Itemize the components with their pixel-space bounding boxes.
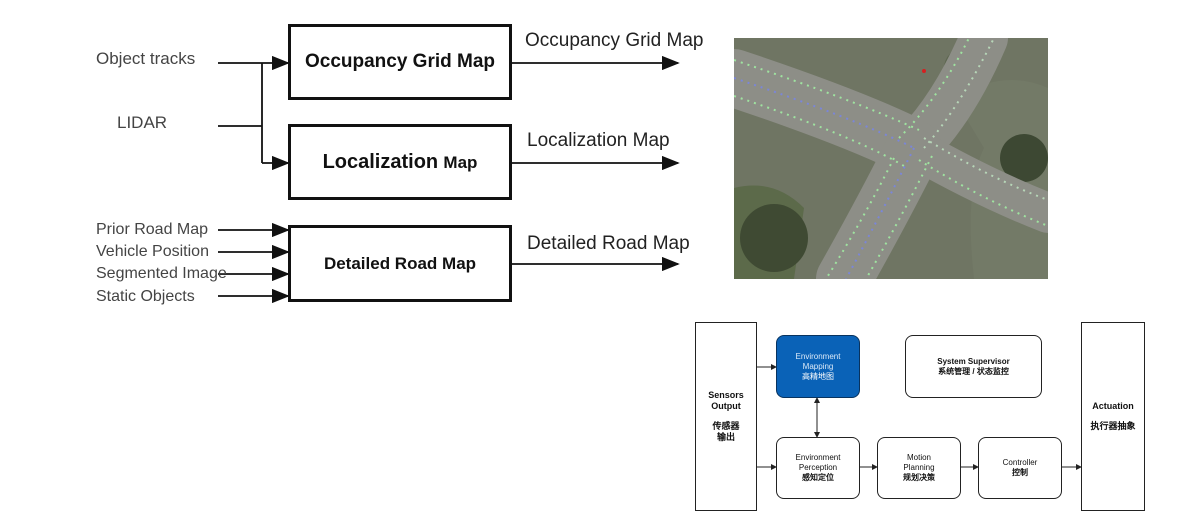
environment-mapping-box: Environment Mapping 高精地图 [776,335,860,398]
upper-input-lines [218,55,290,171]
environment-perception-box: Environment Perception 感知定位 [776,437,860,499]
localization-map-title: Localization Map [322,150,478,173]
system-supervisor-box: System Supervisor 系统管理 / 状态监控 [905,335,1042,398]
output-lines [511,55,680,272]
detailed-road-map-title: Detailed Road Map [323,253,477,273]
detailed-road-map-box: Detailed Road Map [288,225,512,302]
occupancy-grid-map-title: Occupancy Grid Map [304,51,496,72]
controller-line1: Controller [1002,458,1038,467]
architecture-arrows [756,364,1082,470]
env-mapping-cn: 高精地图 [802,371,834,381]
output-localization-map: Localization Map [527,130,670,151]
sensors-cn-line2: 输出 [716,432,735,442]
controller-box: Controller 控制 [978,437,1062,499]
planning-line2: Planning [903,463,935,472]
supervisor-cn: 系统管理 / 状态监控 [938,366,1009,376]
occupancy-grid-map-box: Occupancy Grid Map [288,24,512,100]
output-detailed-road-map: Detailed Road Map [527,233,690,254]
input-vehicle-position: Vehicle Position [96,243,209,260]
input-segmented-image: Segmented Image [96,265,227,282]
supervisor-line1: System Supervisor [937,356,1010,366]
motion-planning-box: Motion Planning 规划决策 [877,437,961,499]
sensors-title-line1: Sensors [708,390,744,400]
planning-cn: 规划决策 [903,473,935,482]
input-lidar: LIDAR [117,113,168,132]
perception-cn: 感知定位 [802,473,834,482]
input-prior-road-map: Prior Road Map [96,221,209,238]
sensors-output-box: Sensors Output 传感器 输出 [695,322,757,511]
env-mapping-line2: Mapping [802,361,834,371]
input-static-objects: Static Objects [96,288,195,305]
planning-line1: Motion [906,453,931,462]
perception-line2: Perception [798,463,838,472]
localization-map-box: Localization Map [288,124,512,200]
env-mapping-line1: Environment [795,351,841,361]
actuation-cn: 执行器抽象 [1090,421,1136,431]
actuation-box: Actuation 执行器抽象 [1081,322,1145,511]
aerial-road-map-image [734,38,1048,279]
output-occupancy-grid-map: Occupancy Grid Map [525,30,704,51]
lower-input-lines [218,222,290,304]
actuation-title: Actuation [1092,401,1134,411]
controller-cn: 控制 [1012,468,1028,477]
sensors-title-line2: Output [711,401,741,411]
sensors-cn-line1: 传感器 [712,421,740,431]
perception-line1: Environment [795,453,841,462]
input-object-tracks: Object tracks [96,49,196,68]
